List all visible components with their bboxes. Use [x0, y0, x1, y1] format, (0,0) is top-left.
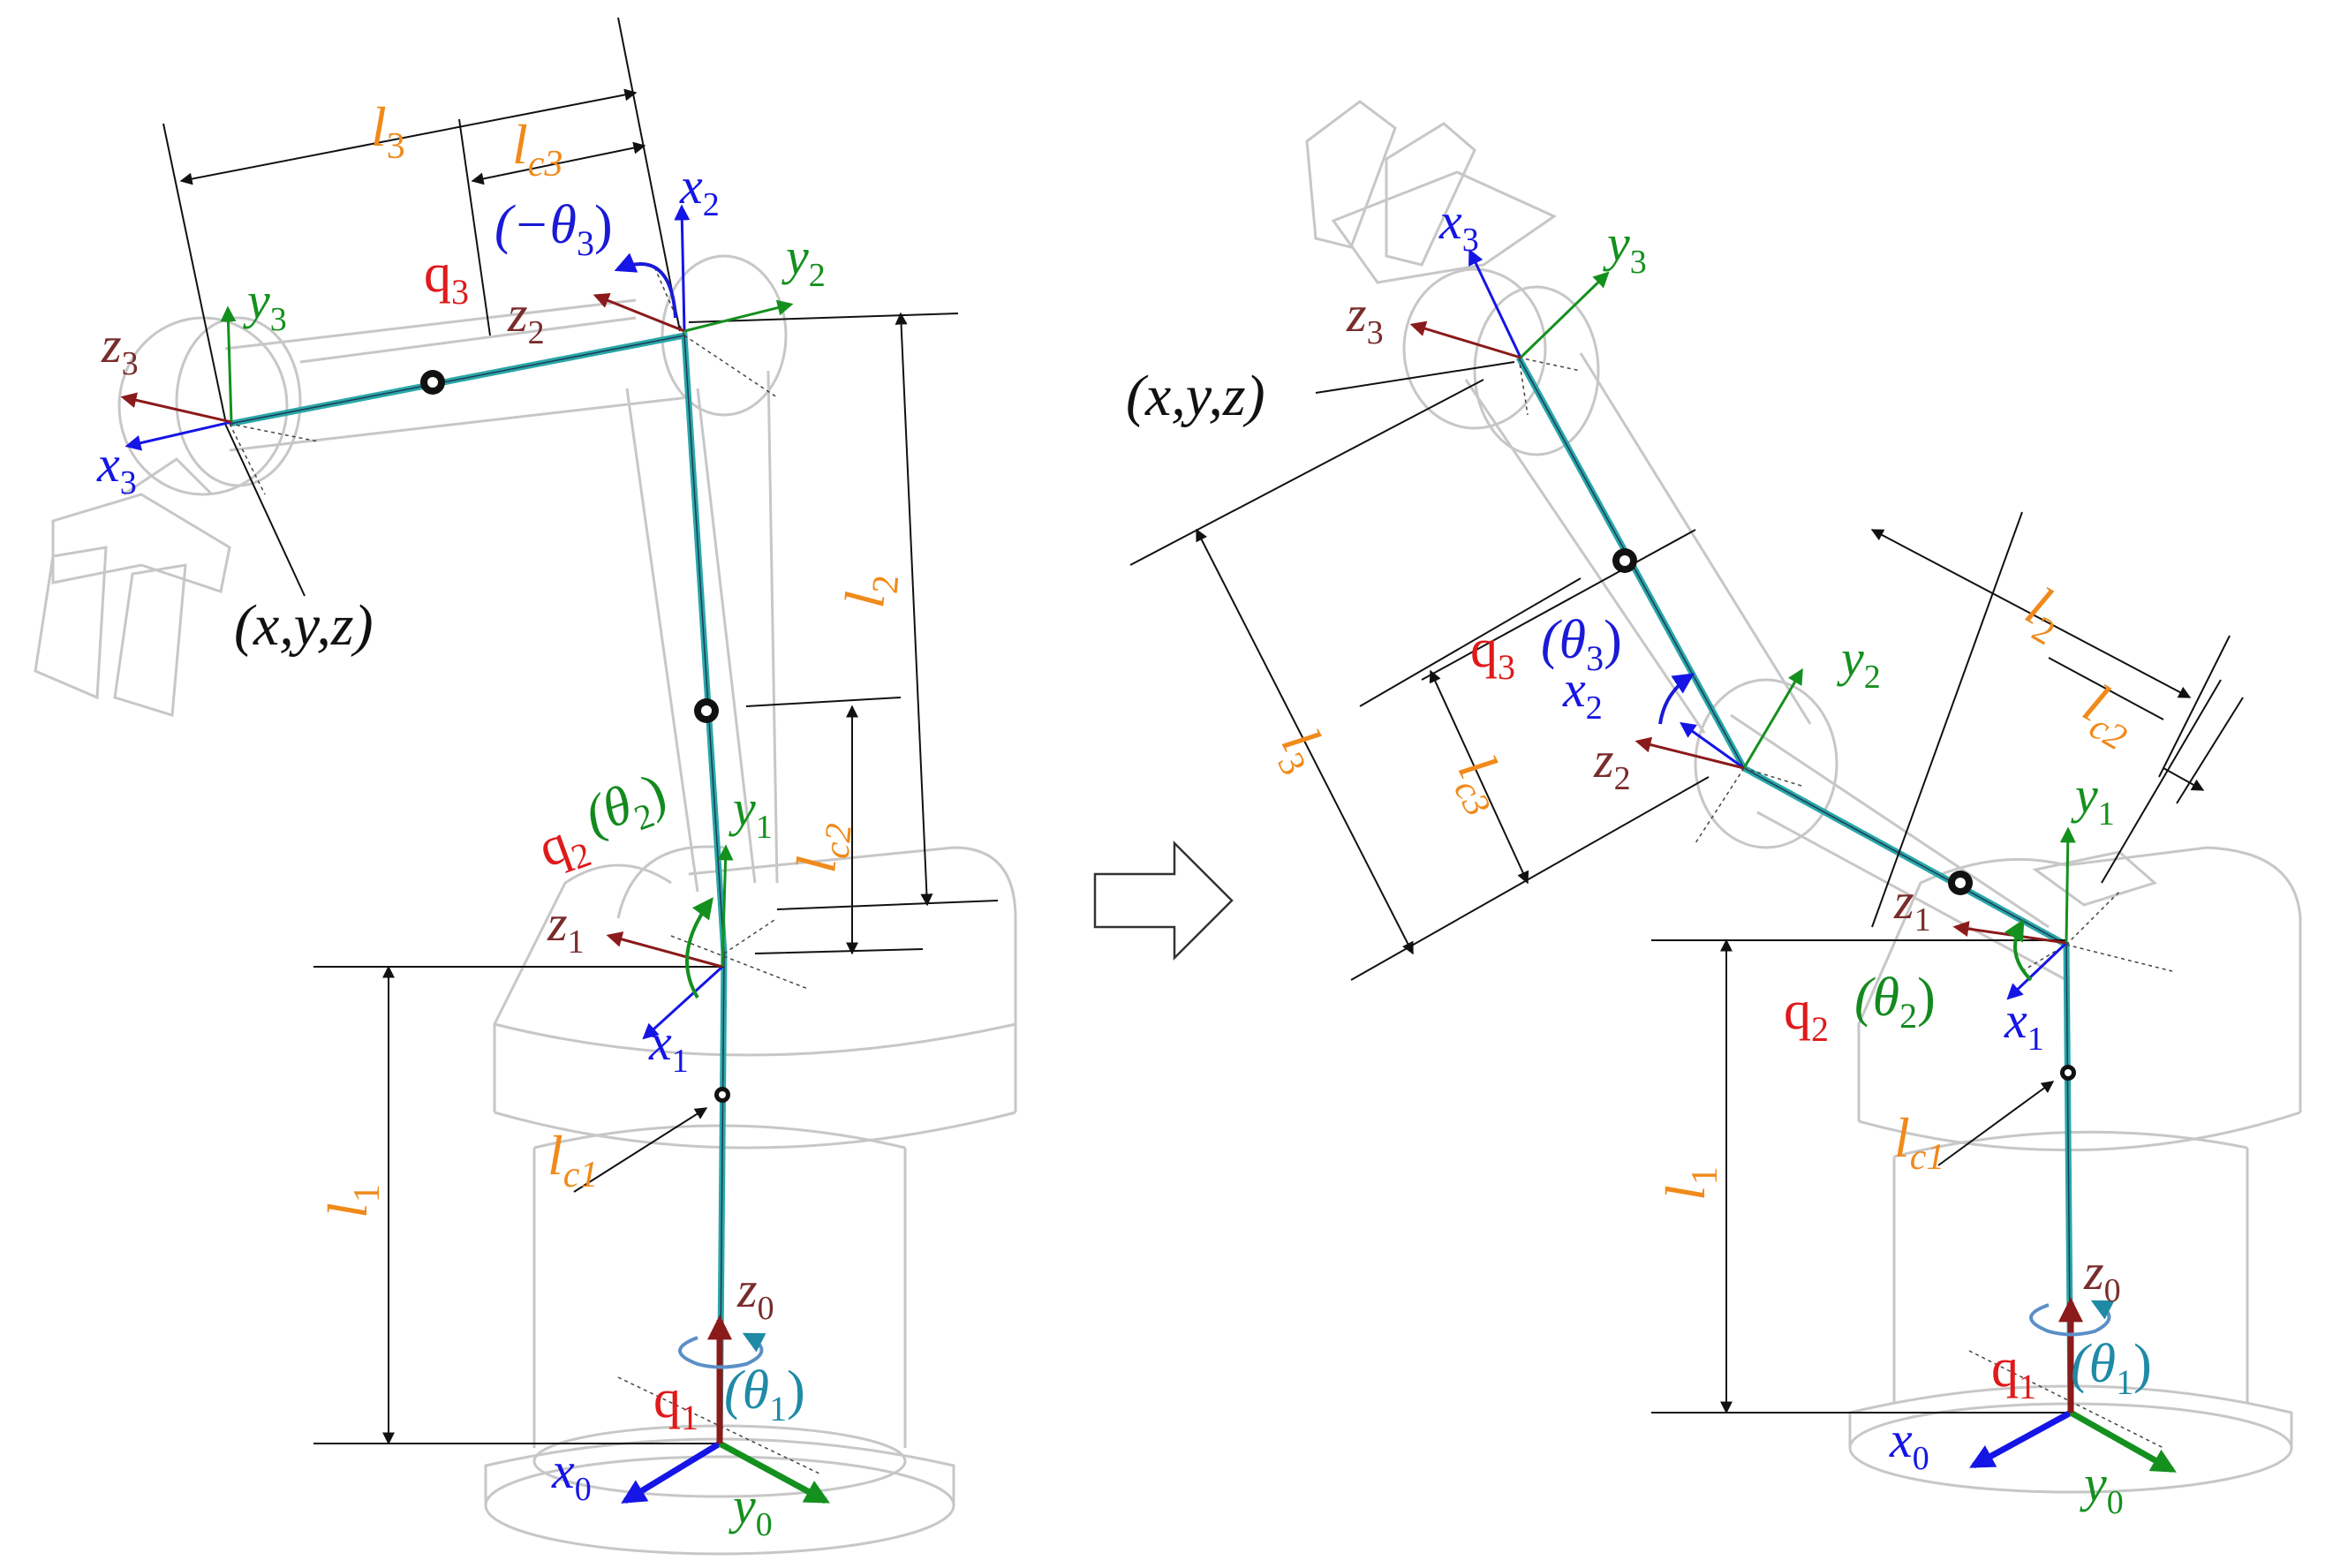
- right-label-x0: x0: [1889, 1411, 1929, 1477]
- right-label-x1: x1: [2004, 991, 2044, 1058]
- left-label-x2: x2: [679, 157, 720, 223]
- left-frame0-axes: [621, 1315, 830, 1504]
- right-label-l1: l1: [1654, 1166, 1725, 1201]
- right-label-q2: q2: [1784, 981, 1829, 1049]
- left-label-l1: l1: [316, 1184, 388, 1218]
- right-theta1-rotation-icon: [2029, 1300, 2115, 1337]
- right-label-z1: z1: [1893, 872, 1931, 939]
- right-label-lc3: lc3: [1438, 744, 1525, 823]
- right-label-y0: y0: [2080, 1455, 2124, 1521]
- right-label-x2: x2: [1562, 660, 1603, 727]
- left-label-lc1: lc1: [547, 1124, 598, 1195]
- right-label-z2: z2: [1593, 731, 1631, 797]
- right-label-z0: z0: [2083, 1243, 2121, 1309]
- left-robot-com-markers: [420, 370, 730, 1103]
- left-label-z1: z1: [547, 894, 585, 961]
- left-label-theta3: (−θ3): [495, 195, 613, 263]
- right-label-y2: y2: [1837, 629, 1881, 696]
- right-arrow-outline-icon: [1093, 840, 1234, 961]
- left-label-y2: y2: [781, 228, 826, 294]
- left-label-l2: l2: [833, 570, 907, 611]
- right-label-y1: y1: [2071, 766, 2115, 833]
- right-frame1-axes: [1952, 826, 2076, 1000]
- left-frame2-axes: [593, 204, 794, 333]
- left-label-y0: y0: [729, 1477, 773, 1543]
- left-label-x0: x0: [551, 1442, 592, 1508]
- left-label-lc2: lc2: [784, 819, 860, 876]
- right-frame0-axes: [1969, 1297, 2177, 1474]
- right-label-theta2: (θ2): [1854, 968, 1936, 1036]
- left-theta3-rotation-arc: [614, 253, 677, 319]
- left-theta1-rotation-icon: [678, 1332, 766, 1369]
- right-frame2-axes: [1635, 667, 1803, 770]
- left-label-z0: z0: [736, 1261, 774, 1327]
- right-label-y3: y3: [1603, 215, 1647, 281]
- left-theta2-rotation-arc: [685, 897, 713, 999]
- left-label-z2: z2: [507, 285, 545, 351]
- left-label-y3: y3: [243, 272, 287, 338]
- right-robot-com-markers: [1612, 548, 2076, 1081]
- left-label-q1: q1: [653, 1369, 698, 1437]
- right-label-lc2: lc2: [2069, 672, 2148, 759]
- right-label-q3: q3: [1470, 619, 1515, 687]
- left-label-x1: x1: [648, 1014, 689, 1080]
- right-label-theta3: (θ3): [1541, 610, 1622, 678]
- right-label-l2: l2: [2012, 575, 2077, 654]
- right-robot-dimension-lines: [1129, 361, 2244, 1414]
- left-end-effector-label: (x,y,z): [234, 593, 374, 658]
- left-label-q3: q3: [424, 244, 469, 312]
- left-robot: x0 y0 z0 x1 y1 z1 x2 y2 z2 x3 y3 z3 q1 (…: [34, 17, 1017, 1556]
- left-label-x3: x3: [96, 435, 137, 501]
- left-label-q2: q2: [531, 807, 596, 886]
- left-label-theta1: (θ1): [724, 1361, 805, 1429]
- right-label-lc1: lc1: [1894, 1106, 1944, 1178]
- right-robot: x0 y0 z0 x1 y1 z1 x2 y2 z2 x3 y3 z3 q1 (…: [1126, 100, 2302, 1521]
- right-label-z3: z3: [1346, 285, 1384, 351]
- right-label-l3: l3: [1262, 718, 1341, 781]
- right-label-x3: x3: [1438, 192, 1479, 259]
- right-label-q1: q1: [1991, 1338, 2036, 1406]
- left-label-l3: l3: [371, 95, 405, 167]
- right-theta3-rotation-arc: [1658, 673, 1695, 725]
- right-label-theta1: (θ1): [2071, 1334, 2152, 1402]
- right-end-effector-label: (x,y,z): [1126, 364, 1265, 428]
- left-frame3-axes: [120, 305, 237, 451]
- left-label-theta2: (θ2): [577, 762, 676, 854]
- right-frame3-axes: [1409, 248, 1610, 359]
- left-robot-ghost-body: [34, 254, 1017, 1556]
- left-label-lc3: lc3: [512, 113, 562, 185]
- left-label-z3: z3: [101, 316, 139, 382]
- left-label-y1: y1: [729, 780, 773, 846]
- left-robot-dimension-lines: [162, 17, 999, 1445]
- left-robot-link-chain: [229, 331, 728, 1444]
- left-frame1-axes: [606, 844, 734, 1040]
- right-theta2-rotation-arc: [2004, 918, 2033, 982]
